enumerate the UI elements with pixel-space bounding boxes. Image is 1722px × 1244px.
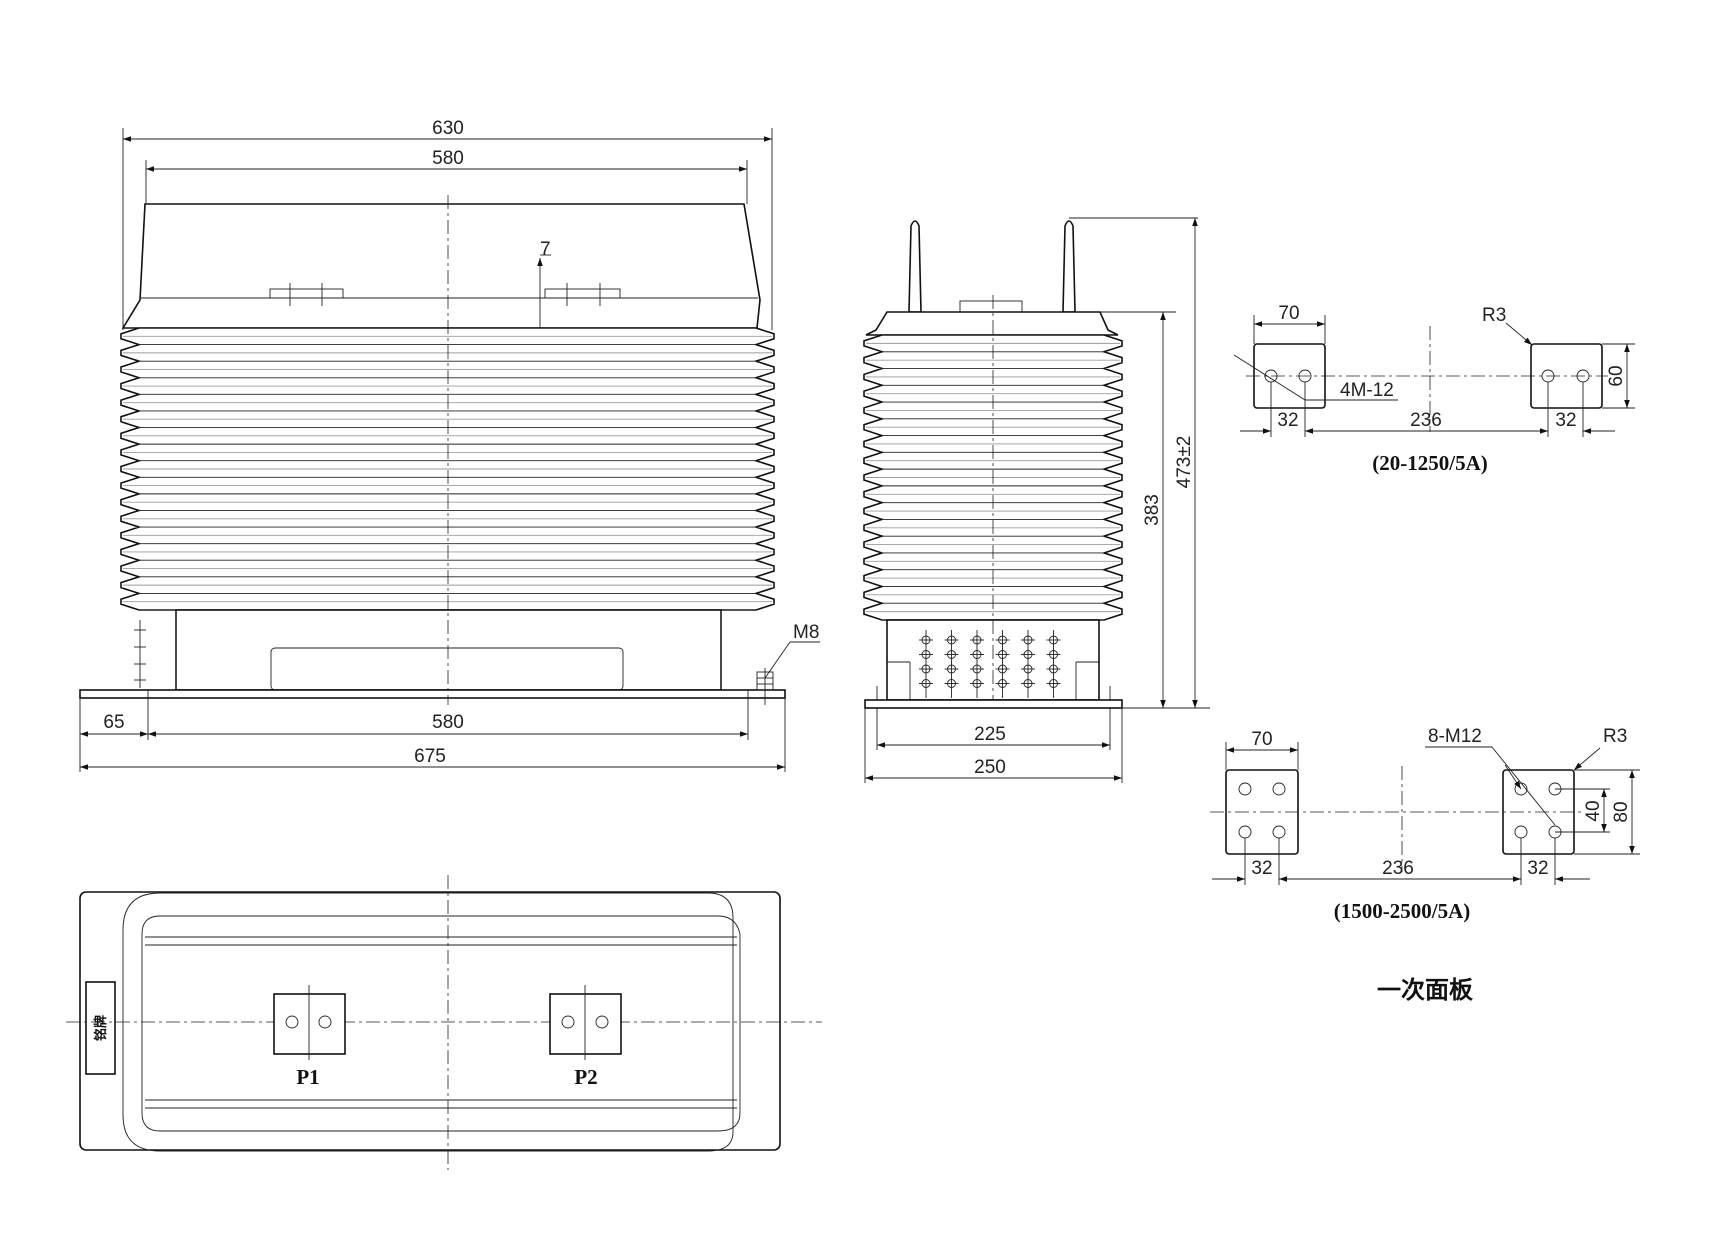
dim-body-height: 383 — [1142, 494, 1163, 526]
panel-small-dim-height: 60 — [1606, 365, 1627, 386]
top-view-outline — [79, 891, 781, 1151]
primary-panel-large: 70 8-M12 R3 40 80 32 236 32 (1500-2500/5… — [1210, 726, 1640, 923]
primary-post-right — [1062, 220, 1076, 313]
panel-large-dim-hole-left: 32 — [1251, 858, 1272, 879]
dim-base-outer: 250 — [974, 757, 1006, 778]
dim-gap: 7 — [540, 239, 551, 260]
dim-total-width: 630 — [432, 118, 464, 139]
terminal-p2-pad — [549, 993, 622, 1055]
terminal-block-left — [269, 288, 344, 299]
top-terminal — [959, 300, 1023, 313]
panel-large-dim-hole-right: 32 — [1527, 858, 1548, 879]
terminal-block-right — [544, 288, 621, 299]
dim-total-height: 473±2 — [1174, 436, 1195, 489]
primary-post-left — [908, 220, 922, 313]
nameplate — [85, 981, 116, 1075]
nameplate-text: 铭牌 — [93, 1015, 109, 1041]
side-base-plate — [864, 699, 1123, 709]
panel-small-dim-hole-left: 32 — [1277, 410, 1298, 431]
panel-large-dim-width: 70 — [1251, 729, 1272, 750]
primary-panel-small: 70 R3 4M-12 60 32 236 32 (20-1250/5A) — [1233, 303, 1635, 475]
terminal-p1-pad — [273, 993, 346, 1055]
lower-body — [175, 609, 722, 691]
panel-small-dim-center: 236 — [1410, 410, 1442, 431]
terminal-p2-label: P2 — [574, 1065, 597, 1089]
panel-large-dim-height: 80 — [1611, 801, 1632, 822]
panel-large-radius: R3 — [1603, 726, 1627, 747]
panel-small-dim-width: 70 — [1278, 303, 1299, 324]
panel-large-hole-spec: 8-M12 — [1428, 726, 1482, 747]
panel-large-dim-vertical: 40 — [1583, 800, 1604, 821]
panel-large-rating: (1500-2500/5A) — [1334, 899, 1470, 923]
side-view: 383 473±2 225 250 — [863, 217, 1210, 783]
dim-base-width: 675 — [414, 746, 446, 767]
front-view: 7 M8 630 — [79, 118, 820, 772]
top-view: 铭牌 P1 P2 — [66, 875, 822, 1170]
panel-small-dim-hole-right: 32 — [1555, 410, 1576, 431]
dim-base-holes: 580 — [432, 712, 464, 733]
base-plate — [79, 689, 786, 699]
terminal-p1-label: P1 — [296, 1065, 319, 1089]
bolt-label: M8 — [793, 622, 819, 643]
panel-small-rating: (20-1250/5A) — [1372, 451, 1487, 475]
dim-top-width: 580 — [432, 148, 464, 169]
top-cap — [121, 203, 761, 329]
side-top-cap — [865, 311, 1119, 336]
secondary-terminals — [919, 630, 1061, 698]
panel-caption: 一次面板 — [1377, 976, 1474, 1004]
panel-small-radius: R3 — [1482, 305, 1506, 326]
panel-small-hole-spec: 4M-12 — [1340, 380, 1394, 401]
dim-base-offset: 65 — [103, 712, 124, 733]
panel-large-dim-center: 236 — [1382, 858, 1414, 879]
dim-base-inner: 225 — [974, 724, 1006, 745]
